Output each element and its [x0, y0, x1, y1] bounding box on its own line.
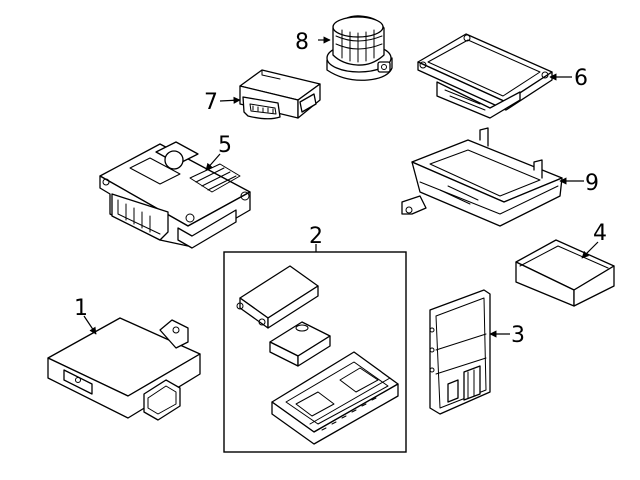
callout-5: 5 — [218, 133, 232, 158]
callout-9: 9 — [585, 171, 599, 196]
part-3-module — [429, 289, 491, 415]
part-6-module — [417, 33, 553, 119]
callout-7: 7 — [204, 90, 218, 115]
part-5-control-unit — [99, 141, 251, 249]
part-2-group-frame — [223, 251, 407, 453]
callout-1: 1 — [74, 296, 88, 321]
callout-3: 3 — [511, 323, 525, 348]
part-1-module — [47, 317, 201, 421]
callout-8: 8 — [295, 30, 309, 55]
callout-2: 2 — [309, 224, 323, 249]
part-9-tray — [401, 127, 563, 227]
leader-lines — [83, 36, 599, 338]
callout-6: 6 — [574, 66, 588, 91]
part-4-box — [515, 239, 615, 307]
part-2-items — [236, 265, 399, 445]
part-8-siren — [326, 15, 393, 81]
callout-4: 4 — [593, 221, 607, 246]
part-7-connector-module — [239, 69, 321, 120]
